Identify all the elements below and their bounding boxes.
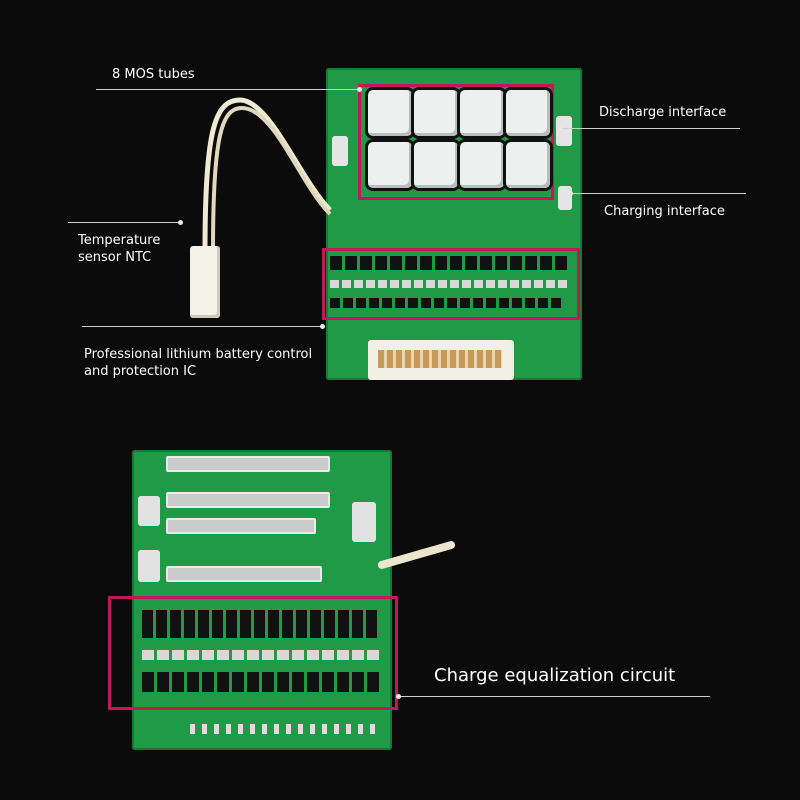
temperature-leader-dot — [178, 220, 183, 225]
ic-highlight-box — [322, 248, 580, 320]
bottom-terminal-right — [352, 502, 376, 542]
mos-tube — [414, 90, 458, 136]
pin-header — [190, 724, 375, 734]
mos-tube — [414, 142, 458, 188]
discharge-leader-line — [560, 128, 740, 129]
ntc-probe — [190, 246, 220, 318]
charging-leader-dot — [568, 191, 573, 196]
bottom-terminal-left-lower — [138, 550, 160, 582]
ic-component-row — [330, 298, 561, 308]
charging-leader-line — [570, 193, 746, 194]
mos-tube — [368, 142, 412, 188]
balance-connector — [368, 340, 514, 380]
ic-component-row — [330, 256, 567, 270]
mos-tubes-label: 8 MOS tubes — [112, 67, 195, 82]
protection-ic-leader-dot — [320, 324, 325, 329]
equalization-resistor-row — [142, 610, 377, 638]
mos-tube — [460, 142, 504, 188]
temperature-sensor-label: Temperature sensor NTC — [78, 232, 160, 266]
mos-tube — [506, 90, 550, 136]
equalization-highlight-box — [108, 596, 398, 710]
charge-equalization-label: Charge equalization circuit — [434, 665, 676, 686]
discharge-terminal — [556, 116, 572, 146]
equalization-chip-row — [142, 672, 379, 692]
temperature-sensor-label-line2: sensor NTC — [78, 250, 152, 265]
charging-interface-label: Charging interface — [604, 204, 725, 219]
mos-highlight-box — [358, 84, 554, 200]
bottom-terminal-left — [138, 496, 160, 526]
temperature-sensor-label-line1: Temperature — [78, 233, 161, 248]
solder-strip — [166, 518, 316, 534]
solder-strip — [166, 492, 330, 508]
discharge-interface-label: Discharge interface — [599, 105, 727, 120]
mos-leader-dot — [357, 87, 362, 92]
temperature-leader-line — [68, 222, 182, 223]
mos-tube — [368, 90, 412, 136]
equalization-leader-line — [398, 696, 710, 697]
protection-ic-label-line2: and protection IC — [84, 364, 197, 379]
ic-component-row — [330, 280, 567, 288]
ntc-wire — [202, 97, 332, 250]
protection-ic-label-line1: Professional lithium battery control — [84, 347, 313, 362]
mos-tube — [460, 90, 504, 136]
solder-strip — [166, 566, 322, 582]
mos-tube — [506, 142, 550, 188]
protection-ic-leader-line — [82, 326, 324, 327]
equalization-leader-dot — [396, 694, 401, 699]
equalization-transistor-row — [142, 650, 379, 660]
left-terminal — [332, 136, 348, 166]
charging-terminal — [558, 186, 572, 210]
protection-ic-label: Professional lithium battery control and… — [84, 346, 312, 380]
solder-strip — [166, 456, 330, 472]
discharge-leader-dot — [558, 126, 563, 131]
mos-leader-line — [96, 89, 360, 90]
